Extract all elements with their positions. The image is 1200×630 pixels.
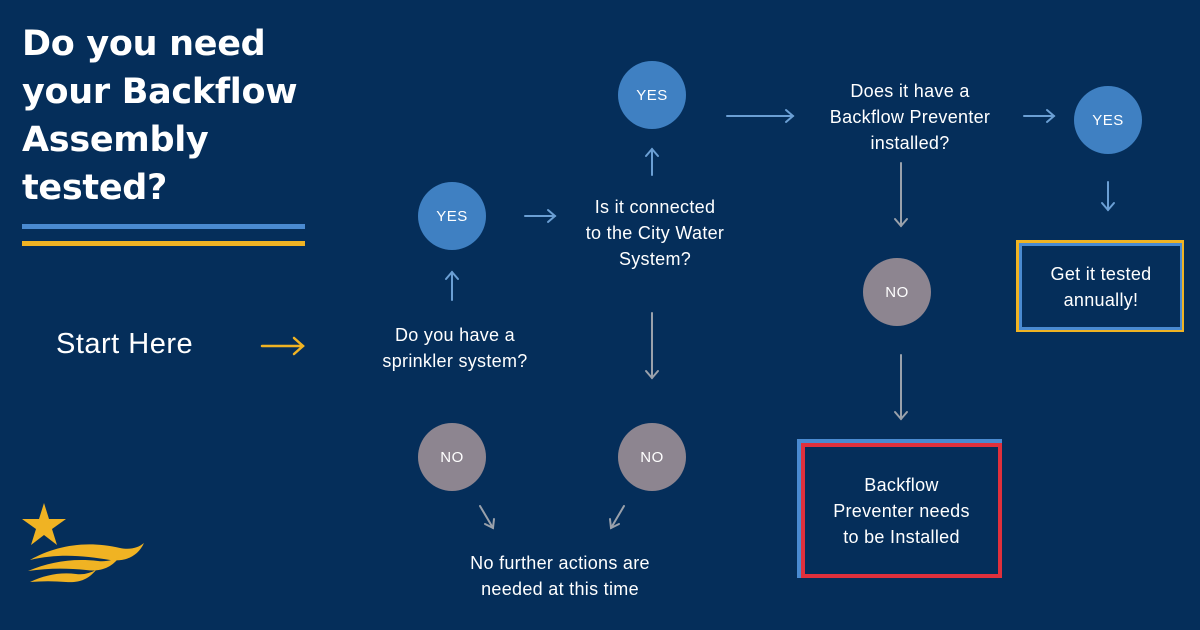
arrow-diagonal-icon [479,505,495,530]
outcome-get-tested: Get it tested annually! [1022,246,1180,327]
question-line: installed? [870,133,950,153]
question-line: to the City Water [585,223,725,243]
question-sprinkler: Do you have a sprinkler system? [360,322,550,374]
arrow-right-icon [524,209,557,223]
outcome-line: Preventer needs [833,500,970,521]
arrow-right-icon [726,109,795,123]
outcome-install: Backflow Preventer needs to be Installed [805,447,998,574]
arrow-up-icon [645,147,659,176]
no-circle: NO [863,258,931,326]
yes-circle: YES [1074,86,1142,154]
star-swoosh-logo [22,503,144,583]
arrow-down-icon [894,162,908,228]
arrow-up-icon [445,270,459,301]
outcome-line: to be Installed [843,526,960,547]
outcome-no-action: No further actions are needed at this ti… [430,550,690,602]
yes-circle: YES [618,61,686,129]
outcome-line: Backflow [864,474,939,495]
question-city-water: Is it connected to the City Water System… [560,194,750,272]
title-line: tested? [22,168,168,208]
arrow-down-icon [645,312,659,380]
question-line: Backflow Preventer [829,107,991,127]
arrow-down-icon [894,354,908,421]
outcome-line: Get it tested [1050,263,1152,284]
arrow-right-icon [1023,109,1056,123]
question-line: Is it connected [594,197,716,217]
title-line: Do you need [22,24,266,64]
title-line: Assembly [22,120,209,160]
divider-blue [22,224,305,229]
outcome-line: annually! [1063,289,1139,310]
no-circle: NO [618,423,686,491]
no-circle: NO [418,423,486,491]
outcome-line: needed at this time [481,579,639,599]
question-line: Do you have a [395,325,515,345]
title-line: your Backflow [22,72,298,112]
question-preventer: Does it have a Backflow Preventer instal… [805,78,1015,156]
outcome-line: No further actions are [470,553,650,573]
arrow-down-icon [1101,181,1115,212]
start-here-label: Start Here [56,328,194,360]
question-line: Does it have a [850,81,970,101]
page-title: Do you need your Backflow Assembly teste… [22,20,322,212]
question-line: sprinkler system? [382,351,528,371]
question-line: System? [618,249,692,269]
start-arrow-icon [260,336,305,356]
divider-yellow [22,241,305,246]
arrow-diagonal-icon [609,505,625,530]
yes-circle: YES [418,182,486,250]
